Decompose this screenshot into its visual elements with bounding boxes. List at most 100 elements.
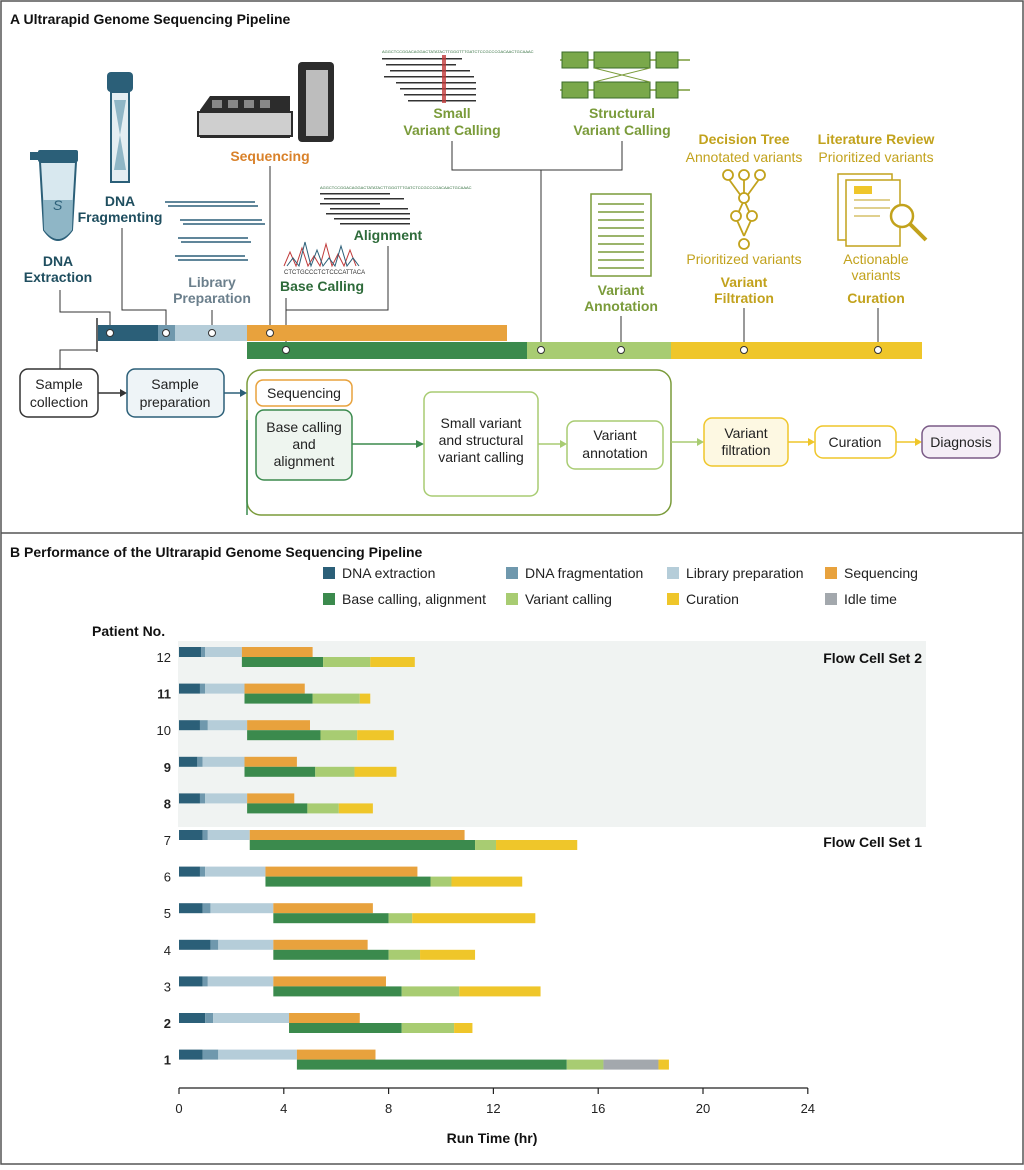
label-actionable-1: Actionable xyxy=(843,251,909,267)
bar-patient-3-prep-library_preparation xyxy=(207,976,274,987)
bar-patient-11-analysis-base_calling_alignment xyxy=(244,693,313,704)
bar-patient-10-prep-library_preparation xyxy=(207,720,248,731)
y-tick-patient-11: 11 xyxy=(157,687,171,702)
bar-patient-6-prep-sequencing xyxy=(265,866,418,877)
bar-patient-9-prep-sequencing xyxy=(244,756,297,767)
box-sample-preparation-2: preparation xyxy=(140,394,211,410)
bar-patient-7-prep-library_preparation xyxy=(207,830,250,840)
flow-cell-set-1-label: Flow Cell Set 1 xyxy=(823,834,922,850)
decision-tree-icon xyxy=(722,169,766,250)
bar-patient-2-prep-library_preparation xyxy=(213,1013,290,1023)
bar-patient-9-analysis-curation xyxy=(354,766,397,777)
label-library-preparation-1: Library xyxy=(188,274,236,290)
bar-patient-10-analysis-curation xyxy=(357,730,394,741)
sequencer-icon xyxy=(197,62,334,142)
label-sequencing: Sequencing xyxy=(230,148,309,164)
bar-patient-7-prep-sequencing xyxy=(249,830,465,840)
bar-patient-3-prep-dna_extraction xyxy=(179,976,203,987)
box-sample-collection-2: collection xyxy=(30,394,88,410)
label-dna-fragmenting-2: Fragmenting xyxy=(78,209,163,225)
x-tick-label-24: 24 xyxy=(801,1101,815,1116)
y-tick-patient-8: 8 xyxy=(164,796,171,811)
bar-patient-10-prep-sequencing xyxy=(247,720,310,731)
bar-patient-5-prep-library_preparation xyxy=(210,903,274,914)
label-variant-annotation-2: Annotation xyxy=(584,298,658,314)
bar-patient-9-analysis-base_calling_alignment xyxy=(244,766,316,777)
bar-patient-12-prep-sequencing xyxy=(241,647,313,657)
bar-patient-4-prep-dna_extraction xyxy=(179,939,211,950)
bar-patient-1-analysis-idle_time xyxy=(603,1059,659,1070)
label-curation-a: Curation xyxy=(847,290,905,306)
label-small-variant-1: Small xyxy=(433,105,470,121)
bar-patient-6-analysis-base_calling_alignment xyxy=(265,876,431,887)
label-library-preparation-2: Preparation xyxy=(173,290,251,306)
box-base-calling-1: Base calling xyxy=(266,419,342,435)
bar-patient-12-prep-library_preparation xyxy=(205,647,242,657)
x-axis-title: Run Time (hr) xyxy=(447,1130,538,1146)
structural-variant-icon xyxy=(560,51,690,99)
bar-patient-12-analysis-variant_calling xyxy=(323,657,371,667)
bar-patient-2-prep-dna_extraction xyxy=(179,1013,206,1023)
annotation-document-icon xyxy=(590,193,652,277)
bar-patient-12-analysis-curation xyxy=(370,657,415,667)
x-tick-label-20: 20 xyxy=(696,1101,710,1116)
bar-patient-1-analysis-variant_calling xyxy=(566,1059,604,1070)
x-tick-label-8: 8 xyxy=(385,1101,392,1116)
label-prioritized-variants-tree: Prioritized variants xyxy=(686,251,801,267)
x-tick-label-4: 4 xyxy=(280,1101,287,1116)
box-sequencing xyxy=(255,379,353,407)
box-base-calling-2: and xyxy=(292,436,315,452)
box-variant-calling-2: and structural xyxy=(439,432,524,448)
bar-patient-7-prep-dna_fragmentation xyxy=(202,830,208,840)
legend-label-dna_extraction: DNA extraction xyxy=(342,565,435,581)
bar-patient-7-analysis-base_calling_alignment xyxy=(249,840,476,850)
y-axis-title: Patient No. xyxy=(92,623,165,639)
panel-a: A Ultrarapid Genome Sequencing Pipeline … xyxy=(10,11,1001,516)
legend-swatch-base_calling_alignment xyxy=(323,593,335,605)
bar-patient-6-prep-dna_extraction xyxy=(179,866,200,877)
box-variant-calling-1: Small variant xyxy=(441,415,522,431)
bar-patient-11-prep-dna_extraction xyxy=(179,683,200,694)
y-tick-patient-1: 1 xyxy=(164,1053,171,1068)
label-variant-annotation-1: Variant xyxy=(598,282,645,298)
bar-patient-5-analysis-base_calling_alignment xyxy=(273,913,389,924)
bar-patient-3-prep-dna_fragmentation xyxy=(202,976,208,987)
box-variant-annotation-1: Variant xyxy=(593,427,636,443)
y-tick-patient-4: 4 xyxy=(164,943,171,958)
legend-label-curation: Curation xyxy=(686,591,739,607)
bar-patient-11-prep-sequencing xyxy=(244,683,305,694)
bar-patient-10-analysis-base_calling_alignment xyxy=(247,730,321,741)
bar-patient-7-analysis-curation xyxy=(496,840,578,850)
bar-patient-3-analysis-curation xyxy=(459,986,541,997)
y-tick-patient-9: 9 xyxy=(164,760,171,775)
box-sample-collection-1: Sample xyxy=(35,376,83,392)
y-tick-patient-5: 5 xyxy=(164,906,171,921)
dna-fragments-icon xyxy=(165,201,265,261)
bar-patient-5-analysis-curation xyxy=(412,913,536,924)
legend-swatch-library_preparation xyxy=(667,567,679,579)
legend-label-variant_calling: Variant calling xyxy=(525,591,612,607)
panel-a-title: A Ultrarapid Genome Sequencing Pipeline xyxy=(10,11,291,27)
legend-label-dna_fragmentation: DNA fragmentation xyxy=(525,565,643,581)
box-base-calling xyxy=(255,409,353,481)
label-structural-variant-2: Variant Calling xyxy=(573,122,670,138)
bar-patient-12-prep-dna_extraction xyxy=(179,647,202,657)
pipeline-flow-diagram: Sample collection Sample preparation Seq… xyxy=(19,368,1001,516)
panel-b-title: B Performance of the Ultrarapid Genome S… xyxy=(10,544,423,560)
bar-patient-12-analysis-base_calling_alignment xyxy=(241,657,324,667)
y-tick-patient-3: 3 xyxy=(164,979,171,994)
label-dna-extraction-2: Extraction xyxy=(24,269,92,285)
box-sample-preparation-1: Sample xyxy=(151,376,199,392)
alignment-reads-icon: AGGCTCCGGACAGGACTATATACTTGGGTTTGATCTCCGC… xyxy=(320,185,472,225)
legend-swatch-curation xyxy=(667,593,679,605)
y-tick-patient-2: 2 xyxy=(164,1016,171,1031)
bar-patient-8-prep-sequencing xyxy=(247,793,295,804)
box-curation-label: Curation xyxy=(829,434,882,450)
bar-patient-8-analysis-variant_calling xyxy=(307,803,339,814)
alignment-reference: AGGCTCCGGACAGGACTATATACTTGGGTTTGATCTCCGC… xyxy=(320,185,472,190)
label-variant-filtration-2: Filtration xyxy=(714,290,774,306)
pipeline-timeline xyxy=(96,318,922,359)
bar-patient-1-prep-library_preparation xyxy=(218,1049,297,1060)
legend-label-base_calling_alignment: Base calling, alignment xyxy=(342,591,486,607)
